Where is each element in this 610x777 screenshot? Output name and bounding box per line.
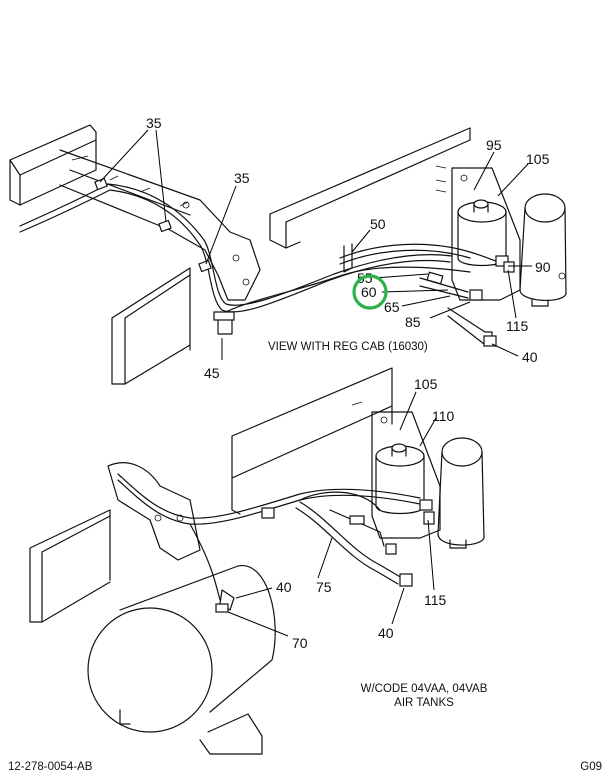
- callouts: 35 35 50 55 60 65 85 45 95 105 90 115 40…: [146, 115, 551, 651]
- callout-70: 70: [292, 635, 308, 651]
- callout-95: 95: [486, 137, 502, 153]
- callout-45: 45: [204, 365, 220, 381]
- callout-105: 105: [414, 376, 438, 392]
- leader-lines: [99, 129, 532, 637]
- captions: VIEW WITH REG CAB (16030) W/CODE 04VAA, …: [268, 341, 488, 709]
- callout-90: 90: [535, 259, 551, 275]
- caption-wcode: W/CODE 04VAA, 04VAB: [361, 683, 488, 695]
- callout-110: 110: [432, 408, 455, 424]
- callout-40: 40: [522, 349, 538, 365]
- callout-50: 50: [370, 216, 386, 232]
- caption-air-tanks: AIR TANKS: [394, 697, 454, 709]
- lower-air-lines: [117, 473, 421, 601]
- highlight-ring: [352, 274, 388, 310]
- drawing-number: 12-278-0054-AB: [8, 761, 93, 773]
- callout-60: 60: [361, 284, 377, 300]
- callout-115: 115: [424, 592, 447, 608]
- callout-40: 40: [378, 625, 394, 641]
- callout-85: 85: [405, 314, 421, 330]
- upper-air-lines: [19, 177, 501, 335]
- caption-reg-cab: VIEW WITH REG CAB (16030): [268, 341, 428, 353]
- callout-115: 115: [506, 318, 529, 334]
- callout-35: 35: [234, 170, 250, 186]
- upper-valve-assembly: [419, 165, 567, 347]
- callout-75: 75: [316, 579, 332, 595]
- callout-35: 35: [146, 115, 162, 131]
- callout-40: 40: [276, 579, 292, 595]
- callout-65: 65: [384, 299, 400, 315]
- sheet-code: G09: [580, 761, 602, 773]
- lower-valve-assembly: [371, 411, 485, 549]
- air-tank: [87, 565, 276, 755]
- callout-105: 105: [526, 151, 550, 167]
- upper-frame-rail: [9, 124, 471, 385]
